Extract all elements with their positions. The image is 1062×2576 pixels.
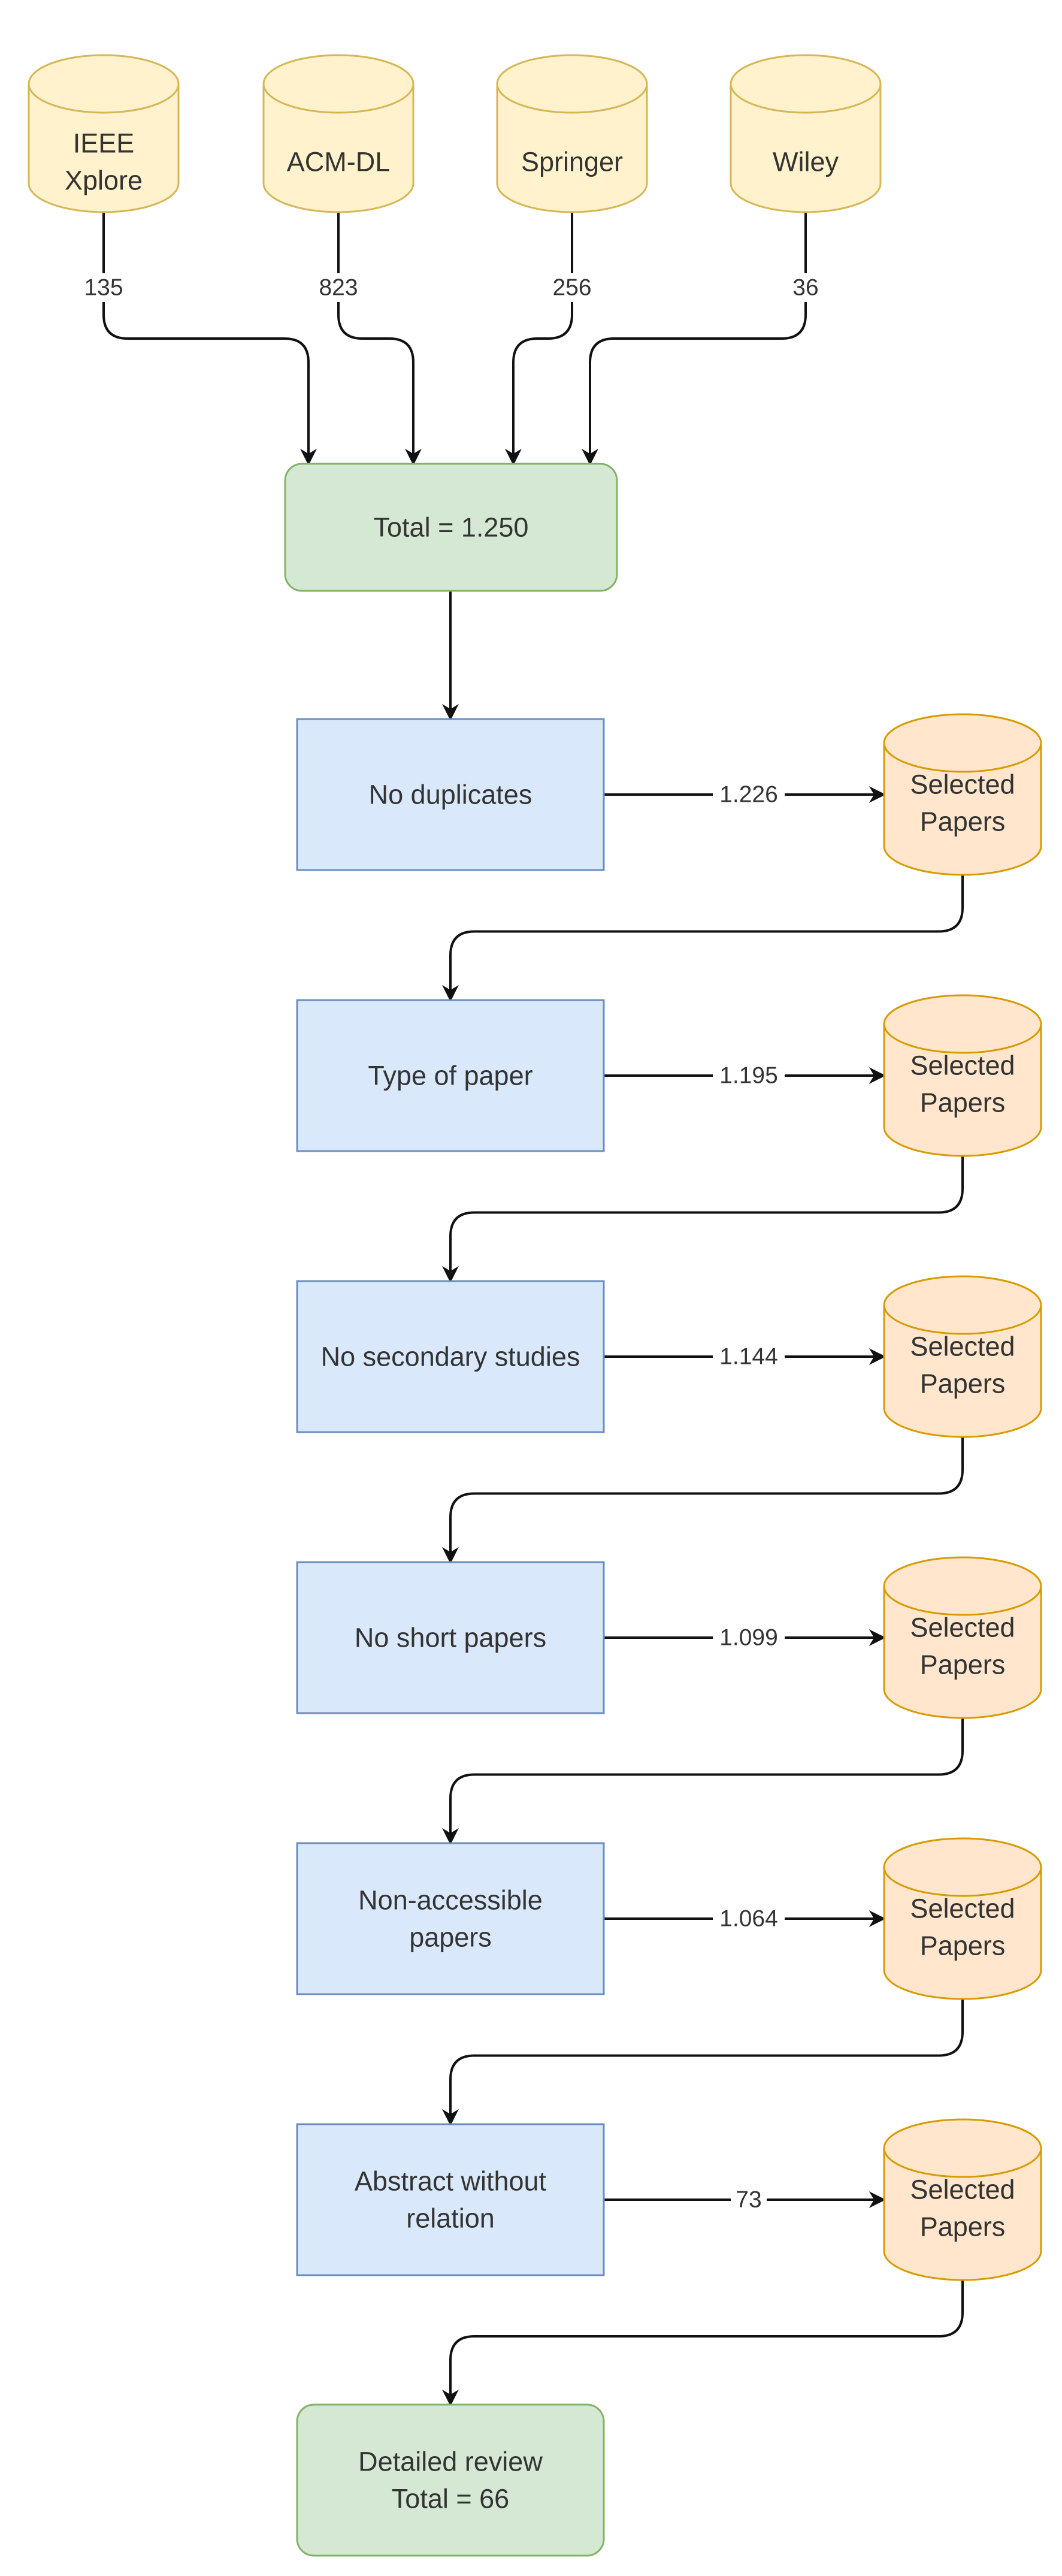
selected-papers-label-5-line: Selected: [910, 1894, 1015, 1924]
filter-label-1: No duplicates: [369, 780, 532, 810]
edge-selected-5-to-next: [442, 1999, 964, 2126]
edge-selected-6-to-next: [442, 2280, 964, 2406]
filter-label-6: Abstract without relation: [355, 2166, 547, 2234]
source-database-1: [28, 54, 180, 213]
edge-source-3-to-total: [505, 212, 573, 466]
selected-papers-label-6-line: Selected: [910, 2175, 1015, 2205]
source-count-label-3: 256: [549, 273, 595, 302]
source-label-3-line: Springer: [521, 147, 623, 177]
filter-label-2-line: Type of paper: [368, 1061, 532, 1091]
edge-labels-layer: 135 823 256 36 1.226 1.195 1.144 1.099 1.064 73: [81, 273, 824, 2214]
source-label-2: ACM-DL: [287, 147, 391, 177]
source-count-label-4: 36: [788, 273, 824, 302]
filter-label-6-line: Abstract without: [355, 2166, 547, 2197]
filter-box-4: [296, 1561, 605, 1714]
selected-papers-5: [883, 1837, 1042, 2000]
filter-label-1-line: No duplicates: [369, 780, 532, 810]
selected-papers-label-1-line: Selected: [910, 769, 1015, 800]
selected-papers-label-1-line: Papers: [920, 807, 1006, 837]
edge-source-2-to-total: [337, 212, 422, 466]
filter-label-3: No secondary studies: [321, 1342, 580, 1372]
filter-count-label-3: 1.144: [713, 1342, 785, 1371]
source-count-label-2: 823: [316, 273, 361, 302]
source-database-4: [730, 54, 882, 213]
source-count-label-1-text: 135: [84, 275, 123, 301]
selected-papers-6: [883, 2118, 1042, 2281]
selected-papers-label-2-line: Selected: [910, 1050, 1015, 1081]
filter-label-4-line: No short papers: [355, 1623, 546, 1653]
source-label-4: Wiley: [773, 147, 839, 177]
filter-count-label-4: 1.099: [713, 1623, 785, 1652]
selected-papers-1: [883, 713, 1042, 876]
filter-count-label-6: 73: [731, 2185, 767, 2214]
selected-papers-label-3-line: Selected: [910, 1331, 1015, 1362]
selected-papers-label-5-line: Papers: [920, 1931, 1006, 1961]
edge-source-1-to-total: [102, 212, 317, 466]
source-count-label-4-text: 36: [792, 275, 818, 301]
edge-selected-3-to-next: [442, 1437, 964, 1564]
detailed-review-label-line: Total = 66: [392, 2484, 509, 2514]
source-label-4-line: Wiley: [773, 147, 839, 177]
source-label-3: Springer: [521, 147, 623, 177]
filter-count-label-2-text: 1.195: [719, 1063, 778, 1089]
filter-label-5-line: papers: [409, 1922, 492, 1953]
edge-selected-1-to-next: [442, 875, 964, 1002]
source-label-2-line: ACM-DL: [287, 147, 391, 177]
filter-box-3: [296, 1280, 605, 1433]
source-label-1-line: Xplore: [65, 165, 143, 196]
filter-count-label-5: 1.064: [713, 1904, 785, 1933]
filter-label-5: Non-accessible papers: [358, 1885, 543, 1953]
selected-papers-label-6-line: Papers: [920, 2212, 1006, 2242]
detailed-review-box: [296, 2403, 605, 2557]
filter-box-5: [296, 1842, 605, 1995]
edge-selected-4-to-next: [442, 1718, 964, 1845]
selected-papers-label-2-line: Papers: [920, 1088, 1006, 1118]
source-label-1-line: IEEE: [73, 128, 135, 159]
source-count-label-2-text: 823: [319, 275, 358, 301]
total-label: Total = 1.250: [374, 512, 529, 543]
source-database-2: [262, 54, 414, 213]
source-database-3: [496, 54, 648, 213]
filter-label-3-line: No secondary studies: [321, 1342, 580, 1372]
selected-papers-label-4-line: Selected: [910, 1612, 1015, 1643]
selected-papers-label-4-line: Papers: [920, 1650, 1006, 1680]
filter-count-label-1-text: 1.226: [719, 782, 778, 808]
total-box: [284, 463, 618, 592]
selected-papers-2: [883, 994, 1042, 1157]
source-count-label-3-text: 256: [552, 275, 591, 301]
filter-box-1: [296, 718, 605, 871]
total-label-line: Total = 1.250: [374, 512, 529, 543]
filter-count-label-1: 1.226: [713, 780, 785, 809]
selected-papers-3: [883, 1275, 1042, 1438]
filter-box-2: [296, 999, 605, 1152]
source-label-1: IEEE Xplore: [65, 128, 143, 196]
filter-count-label-2: 1.195: [713, 1061, 785, 1090]
selected-papers-label-3-line: Papers: [920, 1369, 1006, 1399]
filter-box-6: [296, 2123, 605, 2276]
filter-label-4: No short papers: [355, 1623, 546, 1653]
source-count-label-1: 135: [81, 273, 126, 302]
edge-source-4-to-total: [582, 212, 807, 466]
filter-label-2: Type of paper: [368, 1061, 532, 1091]
filter-count-label-6-text: 73: [736, 2187, 761, 2213]
filter-label-5-line: Non-accessible: [358, 1885, 543, 1916]
edge-selected-2-to-next: [442, 1156, 964, 1283]
filter-count-label-3-text: 1.144: [719, 1344, 778, 1370]
selected-papers-4: [883, 1556, 1042, 1719]
filter-count-label-4-text: 1.099: [719, 1625, 778, 1651]
filter-label-6-line: relation: [406, 2203, 495, 2234]
filter-count-label-5-text: 1.064: [719, 1906, 778, 1932]
detailed-review-label-line: Detailed review: [358, 2447, 543, 2477]
